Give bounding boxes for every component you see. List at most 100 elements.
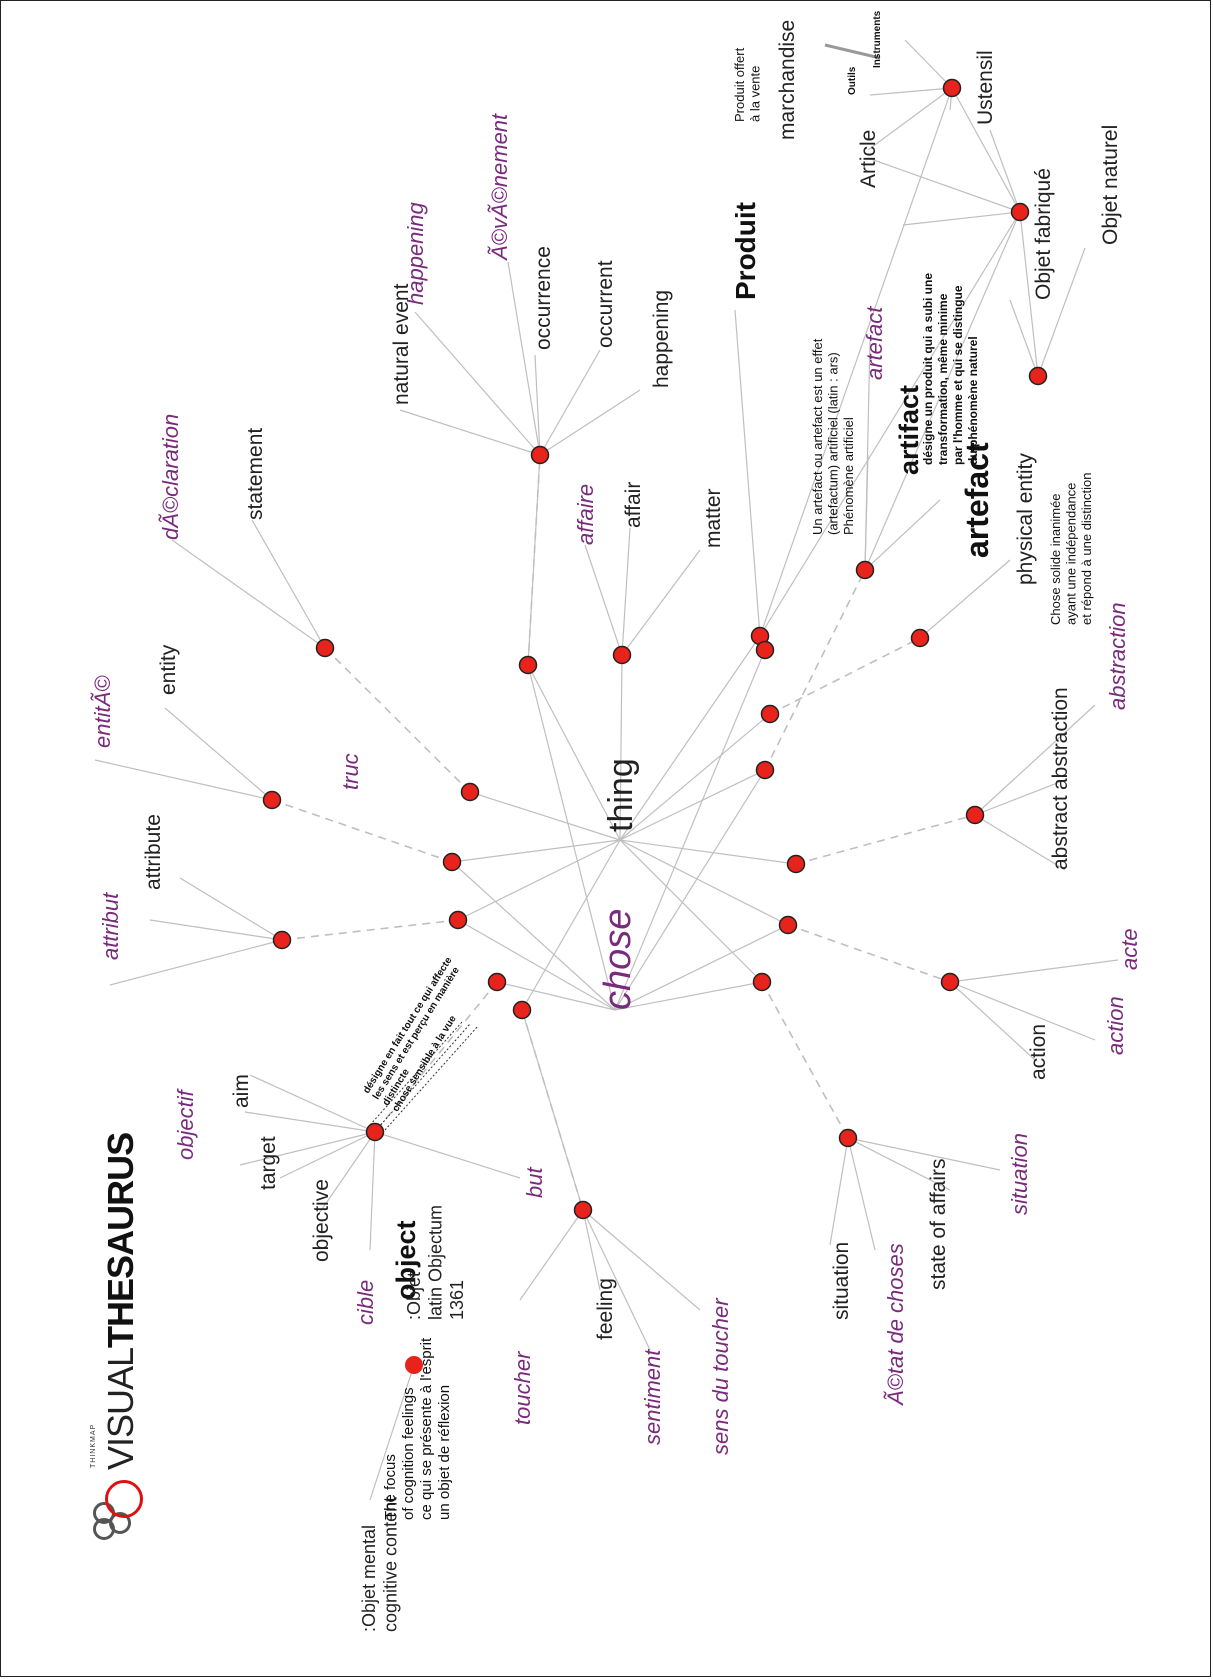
label-line: action (1027, 1024, 1050, 1080)
label-truc[interactable]: truc (338, 753, 363, 790)
node-s-7[interactable] (760, 704, 780, 724)
node-s-3[interactable] (448, 910, 468, 930)
edge (619, 839, 763, 983)
node-n-abstraction[interactable] (965, 805, 985, 825)
label-evenement[interactable]: Ã©vÃ©nement (487, 113, 512, 261)
node-n-object[interactable] (365, 1122, 385, 1142)
node-n-fabrique[interactable] (1010, 202, 1030, 222)
label-abstraction-fr[interactable]: abstraction (1105, 602, 1130, 710)
label-produit-def[interactable]: Produit offertà la vente (732, 47, 763, 122)
label-abstraction[interactable]: abstraction (1049, 687, 1072, 790)
label-occurrent[interactable]: occurrent (594, 260, 617, 348)
label-etat-de-choses[interactable]: Ã©tat de choses (883, 1243, 908, 1406)
label-happening-fr[interactable]: happening (403, 201, 428, 305)
label-abstract[interactable]: abstract (1049, 795, 1072, 870)
label-objet-naturel[interactable]: Objet naturel (1099, 125, 1122, 245)
label-natural-event[interactable]: natural event (390, 283, 413, 405)
node-n-affair[interactable] (612, 645, 632, 665)
label-acte[interactable]: acte (1117, 928, 1142, 970)
label-action-fr[interactable]: action (1103, 996, 1128, 1055)
node-s-4[interactable] (487, 972, 507, 992)
label-objective[interactable]: objective (310, 1179, 333, 1262)
label-attribute[interactable]: attribute (142, 814, 165, 890)
label-but[interactable]: but (522, 1167, 547, 1198)
label-statement[interactable]: statement (244, 428, 267, 520)
label-artefact-fr[interactable]: artefact (862, 306, 887, 380)
node-s-1[interactable] (460, 782, 480, 802)
node-n-objnaturel[interactable] (1028, 366, 1048, 386)
label-ustensil[interactable]: Ustensil (974, 50, 997, 125)
label-situation[interactable]: situation (830, 1242, 853, 1320)
node-s-10[interactable] (778, 915, 798, 935)
node-s-9[interactable] (786, 854, 806, 874)
spoke (399, 409, 541, 456)
node-n-statement[interactable] (315, 638, 335, 658)
node-n-action[interactable] (940, 972, 960, 992)
label-object-def[interactable]: désigne en fait tout ce qui affecteles s… (361, 955, 484, 1114)
label-physical-entity[interactable]: physical entity (1014, 453, 1037, 585)
label-aim[interactable]: aim (230, 1074, 253, 1108)
label-thing[interactable]: thing (602, 758, 640, 832)
label-objet-mental[interactable]: :Objet mentalcognitive content (359, 1497, 401, 1632)
label-line: state of affairs (927, 1158, 950, 1290)
node-s-6[interactable] (518, 655, 538, 675)
label-outils[interactable]: Outils (847, 66, 858, 95)
node-s-8[interactable] (755, 760, 775, 780)
label-artefact-def[interactable]: Un artefact ou artefact est un effet(art… (810, 338, 856, 535)
label-sentiment[interactable]: sentiment (640, 1349, 665, 1445)
spoke (534, 354, 541, 456)
label-state-of-affairs[interactable]: state of affairs (927, 1158, 950, 1290)
label-line: Un artefact ou artefact est un effet (810, 338, 825, 535)
node-s-11[interactable] (752, 972, 772, 992)
label-instruments[interactable]: Instruments (872, 10, 883, 68)
label-entite[interactable]: entitÃ© (90, 675, 115, 748)
node-n-ustensil[interactable] (942, 78, 962, 98)
spoke (317, 1131, 376, 1216)
node-n-artifact[interactable] (855, 560, 875, 580)
label-occurrence[interactable]: occurrence (532, 246, 555, 350)
label-declaration[interactable]: dÃ©claration (158, 414, 183, 540)
definition-connector (369, 1021, 463, 1126)
label-feeling[interactable]: feeling (594, 1278, 617, 1340)
label-target[interactable]: target (257, 1136, 280, 1190)
label-article[interactable]: Article (857, 130, 880, 188)
label-produit[interactable]: Produit (730, 202, 761, 300)
label-happening[interactable]: happening (650, 290, 673, 388)
label-physical-def[interactable]: Chose solide inaniméeayant une indépenda… (1048, 473, 1094, 626)
label-situation-fr[interactable]: situation (1007, 1133, 1032, 1215)
label-chose[interactable]: chose (597, 909, 639, 1010)
label-entity[interactable]: entity (157, 644, 180, 695)
node-s-5[interactable] (512, 1000, 532, 1020)
label-matter[interactable]: matter (702, 488, 725, 548)
label-objet-fabrique[interactable]: Objet fabriqué (1032, 168, 1055, 300)
label-sens-du-toucher[interactable]: sens du toucher (708, 1297, 733, 1455)
label-artifact[interactable]: artifact (894, 385, 924, 475)
node-n-situation[interactable] (838, 1128, 858, 1148)
label-object-ety[interactable]: :Objetlatin Objectum1361 (404, 1205, 467, 1320)
node-n-entity[interactable] (262, 790, 282, 810)
label-artefact-en[interactable]: artefact (959, 442, 995, 558)
label-objet-mental-def[interactable]: The focusof cognition feelingsce qui se … (382, 1337, 453, 1520)
label-attribut[interactable]: attribut (98, 892, 123, 960)
node-s-12[interactable] (755, 640, 775, 660)
label-object[interactable]: object (391, 1220, 421, 1300)
spoke (904, 39, 953, 89)
node-n-physical[interactable] (910, 628, 930, 648)
node-n-attribute[interactable] (272, 930, 292, 950)
label-affaire[interactable]: affaire (573, 484, 598, 545)
node-n-occurrence[interactable] (530, 445, 550, 465)
label-toucher[interactable]: toucher (510, 1350, 535, 1425)
label-marchandise[interactable]: marchandise (776, 20, 799, 140)
label-line: objectif (173, 1087, 198, 1160)
label-affair[interactable]: affair (622, 482, 645, 528)
label-objectif[interactable]: objectif (173, 1087, 198, 1160)
spoke (734, 309, 761, 637)
node-s-2[interactable] (442, 852, 462, 872)
node-n-objmental[interactable] (405, 1356, 423, 1374)
label-cible[interactable]: cible (353, 1280, 378, 1325)
node-n-feeling[interactable] (573, 1200, 593, 1220)
label-action[interactable]: action (1027, 1024, 1050, 1080)
spoke (949, 959, 1119, 983)
label-artifact-def[interactable]: désigne un produit qui a subi unetransfo… (921, 273, 980, 465)
